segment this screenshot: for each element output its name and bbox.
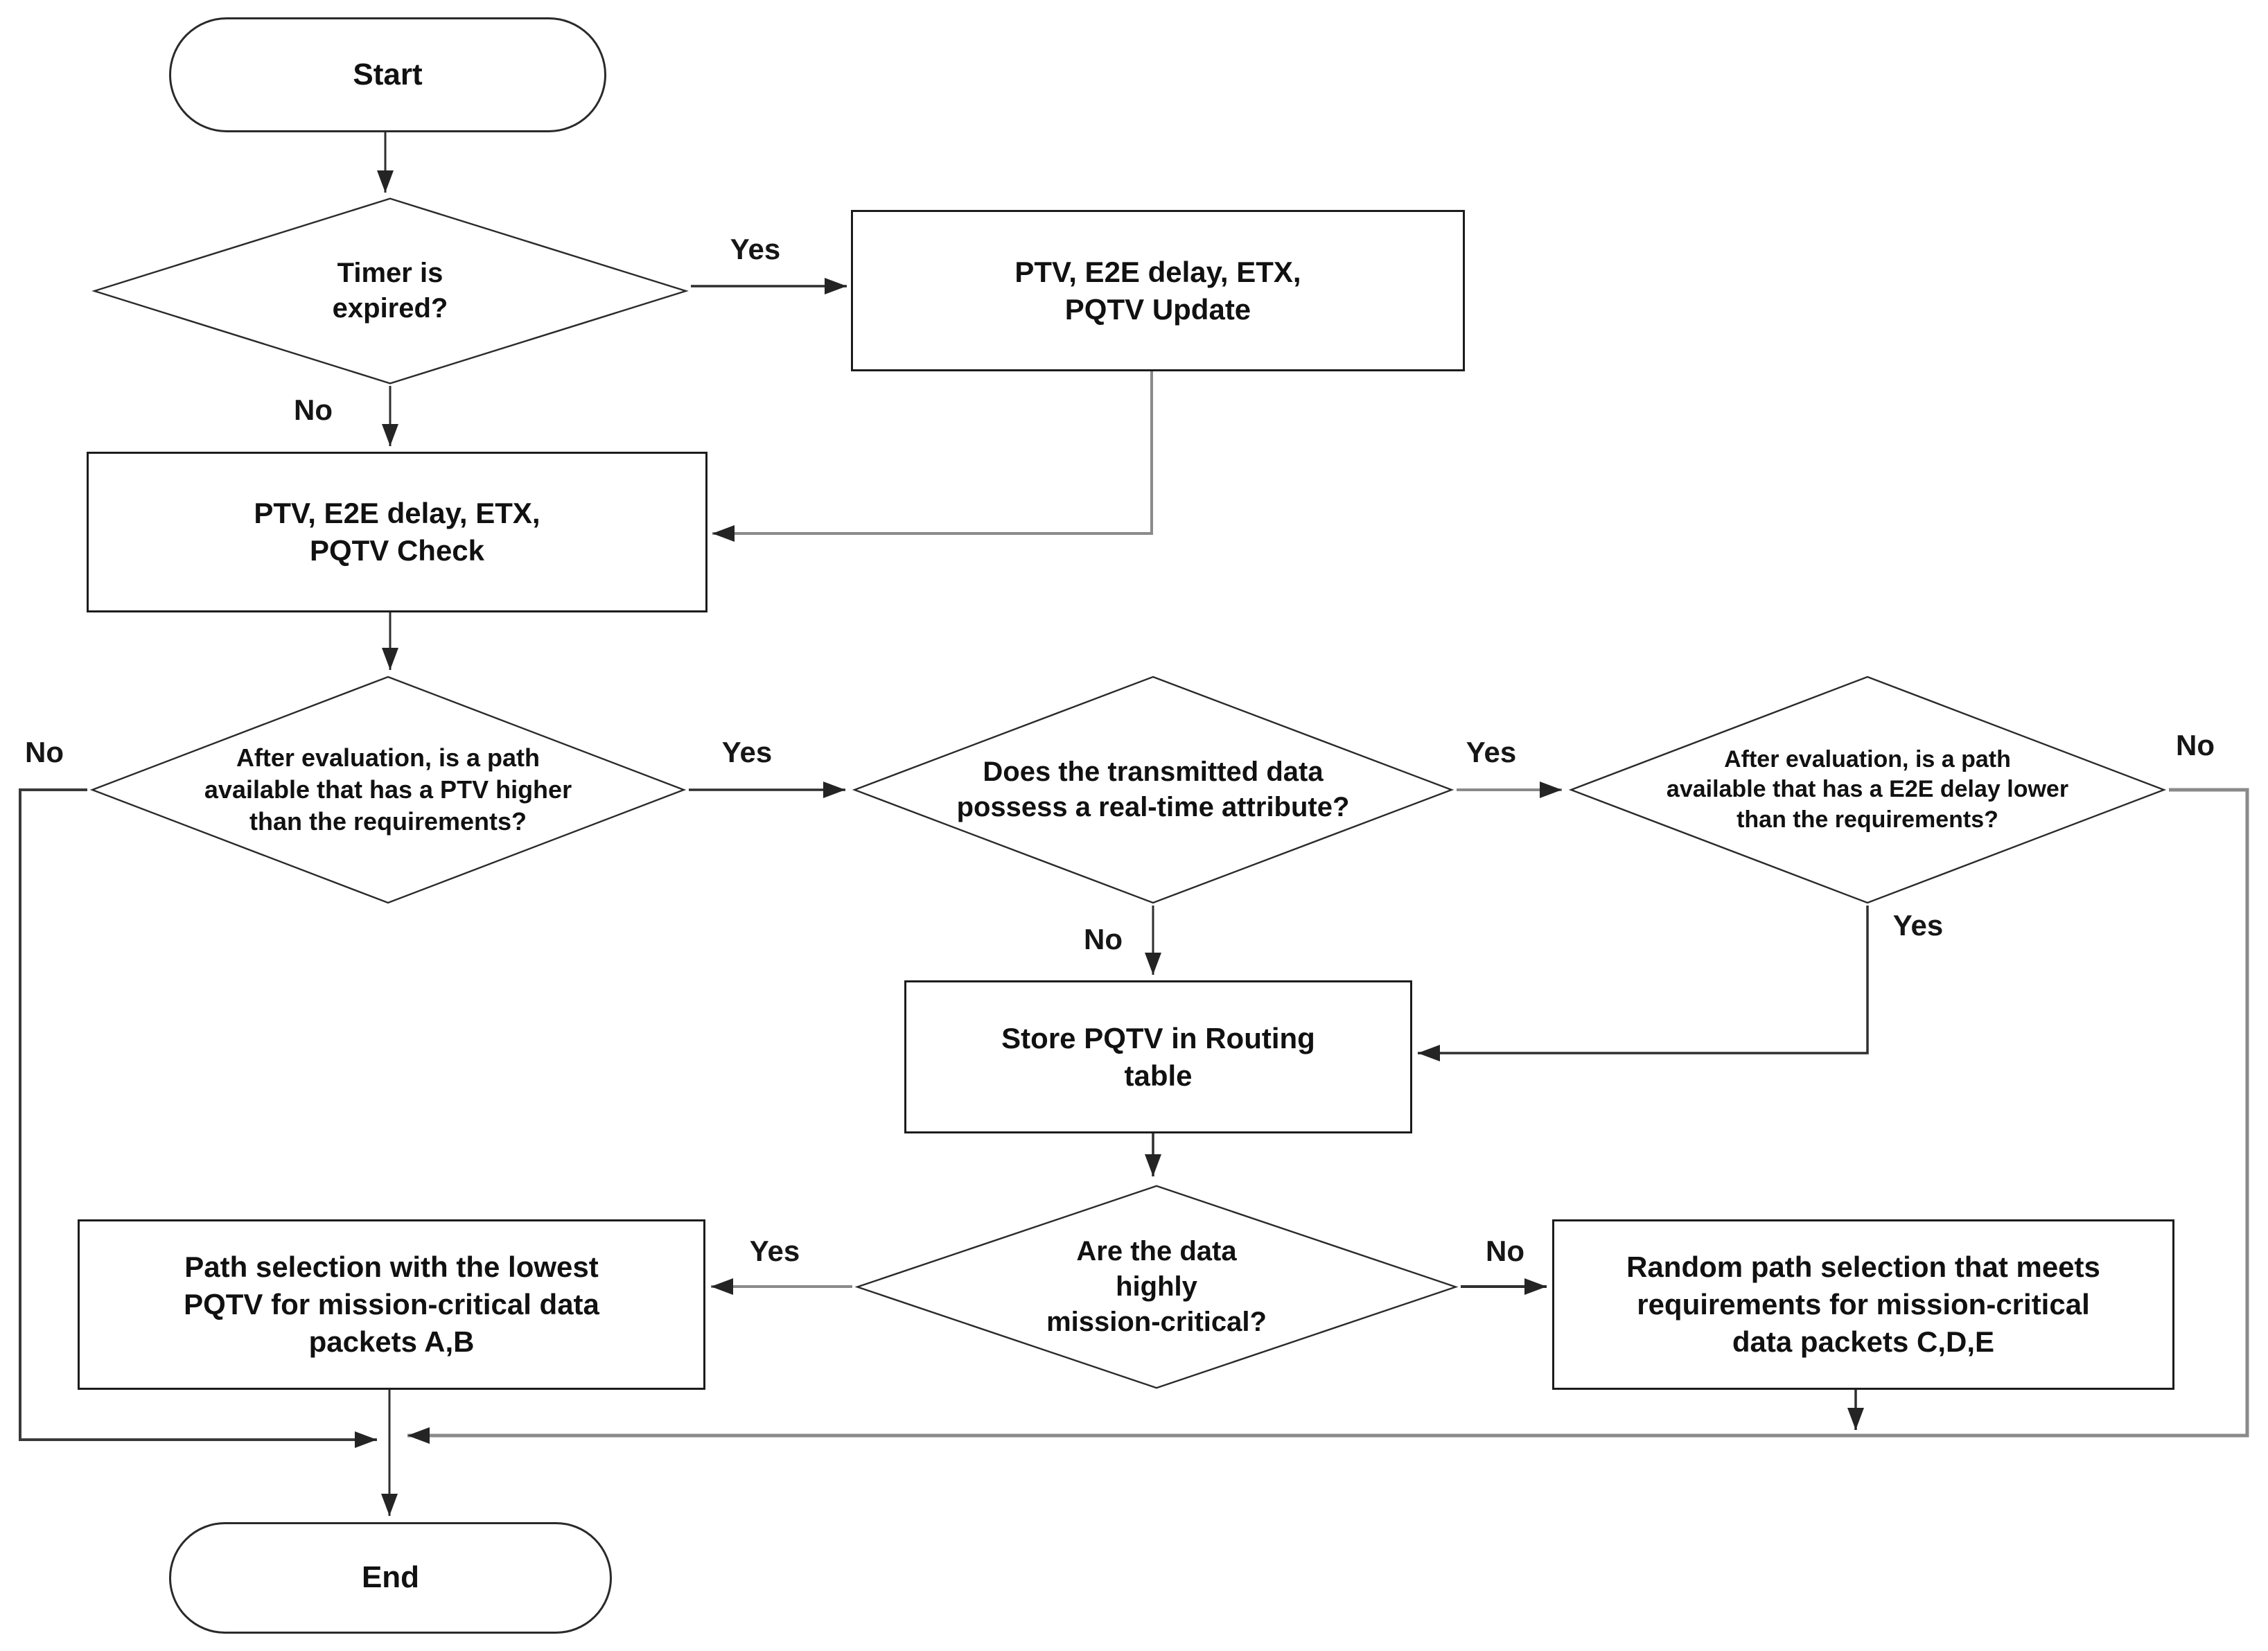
diamond-shape [851,676,1455,904]
edge-label-realtime-yes: Yes [1466,736,1517,768]
node-start: Start [169,17,606,132]
node-timer-expired-label: Timer is expired? [332,257,448,324]
node-realtime-attr: Does the transmitted data possess a real… [851,676,1455,904]
edge-label-critical-yes: Yes [749,1235,800,1267]
node-store-pqtv: Store PQTV in Routing table [904,980,1412,1133]
node-end-label: End [361,1560,420,1595]
node-start-label: Start [353,57,423,91]
node-random-path: Random path selection that meets require… [1552,1219,2174,1390]
node-lowest-pqtv-label: Path selection with the lowest PQTV for … [184,1251,599,1358]
edge-label-ptv-no: No [25,736,64,768]
edge-e2e-no-to-end-junction [407,788,2249,1444]
node-pqtv-update-label: PTV, E2E delay, ETX, PQTV Update [1014,255,1301,326]
edge-label-e2e-no: No [2176,729,2215,761]
node-e2e-lower: After evaluation, is a path available th… [1567,676,2168,904]
node-store-pqtv-label: Store PQTV in Routing table [1001,1021,1315,1092]
node-e2e-lower-label: After evaluation, is a path available th… [1666,745,2069,833]
edge-label-ptv-yes: Yes [721,736,773,768]
diamond-shape [854,1185,1459,1389]
edge-label-timer-no: No [294,394,333,426]
node-pqtv-check: PTV, E2E delay, ETX, PQTV Check [87,452,707,612]
node-realtime-attr-label: Does the transmitted data possess a real… [956,756,1350,822]
diamond-shape [89,676,687,904]
edge-ptv-no-to-end-junction [19,788,377,1448]
node-highly-critical: Are the data highly mission-critical? [854,1185,1459,1389]
edge-e2e-yes-to-store [1418,906,1869,1061]
diamond-shape [91,197,689,385]
node-end: End [169,1522,612,1634]
node-pqtv-check-label: PTV, E2E delay, ETX, PQTV Check [254,497,540,567]
node-highly-critical-label: Are the data highly mission-critical? [1046,1235,1267,1338]
edge-label-e2e-yes: Yes [1892,909,1944,942]
node-ptv-higher: After evaluation, is a path available th… [89,676,687,904]
edge-update-to-check [712,369,1153,542]
node-ptv-higher-label: After evaluation, is a path available th… [204,743,572,836]
node-random-path-label: Random path selection that meets require… [1626,1251,2100,1358]
edge-label-critical-no: No [1486,1235,1524,1267]
edge-label-timer-yes: Yes [730,233,781,265]
diamond-shape [1567,676,2168,904]
node-timer-expired: Timer is expired? [91,197,689,385]
edge-label-realtime-no: No [1084,923,1123,955]
node-pqtv-update: PTV, E2E delay, ETX, PQTV Update [851,210,1465,371]
node-lowest-pqtv: Path selection with the lowest PQTV for … [78,1219,705,1390]
